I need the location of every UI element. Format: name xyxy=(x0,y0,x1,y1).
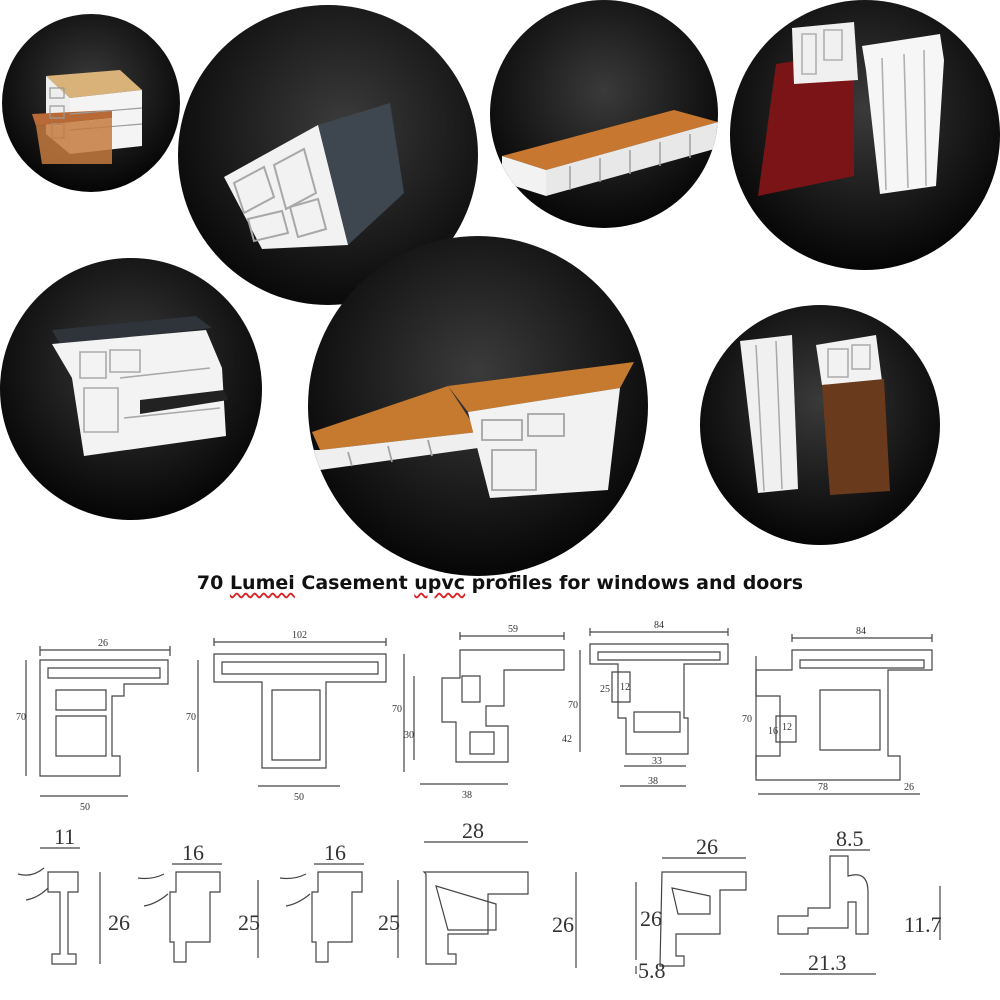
frame-drawing xyxy=(25,646,171,797)
profile-photo-6 xyxy=(308,236,648,576)
dim-label: 84 xyxy=(856,626,866,637)
dim-label: 26 xyxy=(108,910,130,935)
dim-label: 5.8 xyxy=(638,958,666,983)
dim-label: 28 xyxy=(462,818,484,843)
dim-label: 70 xyxy=(186,712,196,723)
dim-label: 26 xyxy=(904,782,914,793)
dim-label: 42 xyxy=(562,734,572,745)
sash-drawing xyxy=(403,632,565,785)
dim-label: 84 xyxy=(654,620,664,631)
mullion-drawing xyxy=(197,638,387,787)
door-frame-drawing xyxy=(755,634,933,795)
bead-16a-drawing xyxy=(137,863,259,963)
dim-label: 25 xyxy=(238,910,260,935)
bead-28-drawing xyxy=(422,841,577,968)
bead-11-drawing xyxy=(17,847,101,965)
profile-photo-1 xyxy=(2,14,180,192)
dim-label: 70 xyxy=(568,700,578,711)
dim-label: 78 xyxy=(818,782,828,793)
dim-label: 25 xyxy=(378,910,400,935)
bead-16b-drawing xyxy=(279,863,399,963)
dim-label: 50 xyxy=(294,792,304,803)
dim-label: 11 xyxy=(54,824,75,849)
dim-label: 26 xyxy=(640,906,662,931)
dim-label: 26 xyxy=(98,638,108,649)
dim-label: 38 xyxy=(648,776,658,787)
dim-label: 50 xyxy=(80,802,90,813)
page-title: 70 Lumei Casement upvc profiles for wind… xyxy=(196,572,804,594)
profile-photo-7 xyxy=(700,305,940,545)
dim-label: 8.5 xyxy=(836,826,864,851)
profile-photo-3 xyxy=(490,0,718,228)
dim-label: 16 xyxy=(324,840,346,865)
dim-label: 21.3 xyxy=(808,950,847,975)
profile-photo-4 xyxy=(730,0,1000,270)
dim-label: 59 xyxy=(508,624,518,635)
dim-label: 11.7 xyxy=(904,912,942,937)
dim-label: 26 xyxy=(552,912,574,937)
bead-26-drawing xyxy=(635,857,747,974)
brand-name: Lumei xyxy=(229,572,295,594)
dim-label: 26 xyxy=(696,834,718,859)
dim-label: 70 xyxy=(16,712,26,723)
dim-label: 30 xyxy=(404,730,414,741)
dim-label: 38 xyxy=(462,790,472,801)
dim-label: 70 xyxy=(742,714,752,725)
dim-label: 25 xyxy=(600,684,610,695)
bead-85-drawing xyxy=(777,849,941,975)
profile-photo-5 xyxy=(0,258,262,520)
dim-label: 16 xyxy=(182,840,204,865)
dim-label: 70 xyxy=(392,704,402,715)
door-sash-drawing xyxy=(579,628,729,787)
dim-label: 33 xyxy=(652,756,662,767)
dim-label: 102 xyxy=(292,630,307,641)
dim-label: 16 xyxy=(768,726,778,737)
dim-label: 12 xyxy=(782,722,792,733)
profile-photo-2 xyxy=(178,5,478,305)
material-term: upvc xyxy=(414,572,466,594)
dim-label: 12 xyxy=(620,682,630,693)
